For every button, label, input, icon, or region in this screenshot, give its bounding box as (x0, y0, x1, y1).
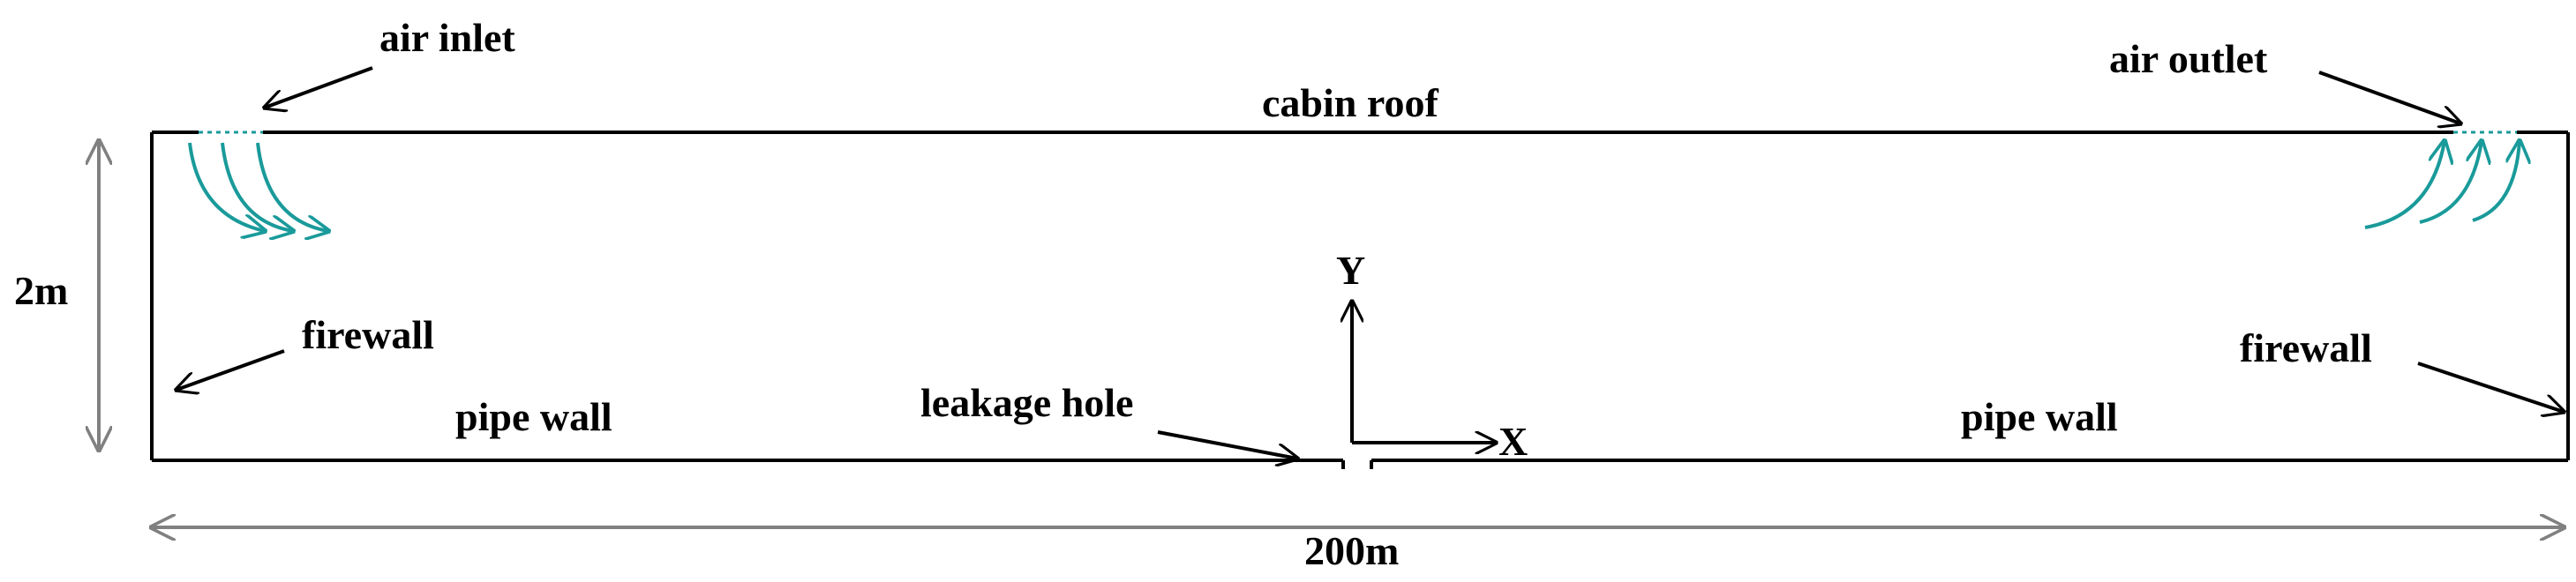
pointer-arrows (176, 66, 2564, 459)
air-outlet-label: air outlet (2109, 36, 2268, 81)
inlet-airflow-arrow (256, 142, 328, 231)
pipe-wall-left-label: pipe wall (455, 394, 612, 439)
outlet-airflow-arrow (2419, 141, 2482, 224)
leakage-hole-pointer (1157, 430, 1297, 459)
air-outlet-pointer (2318, 71, 2460, 123)
firewall-right-pointer (2417, 362, 2564, 412)
air-inlet-label: air inlet (379, 15, 515, 60)
cabin-outline (150, 131, 2570, 469)
y-axis-label: Y (1336, 248, 1365, 293)
coordinate-axes (1352, 302, 1496, 443)
inlet-airflow-arrow (188, 142, 265, 231)
dimensions (99, 141, 2564, 527)
firewall-left-label: firewall (302, 312, 434, 357)
inlet-airflow (188, 142, 328, 231)
leakage-hole-label: leakage hole (920, 380, 1133, 425)
cabin-roof-label: cabin roof (1262, 80, 1438, 125)
outlet-airflow-arrow (2364, 141, 2445, 229)
firewall-right-label: firewall (2240, 325, 2372, 370)
x-axis-label: X (1498, 419, 1528, 464)
outlet-airflow-arrow (2472, 141, 2520, 222)
length-dimension-label: 200m (1304, 528, 1399, 573)
pipe-wall-right-label: pipe wall (1961, 394, 2118, 439)
inlet-airflow-arrow (221, 142, 293, 231)
outlet-airflow (2364, 141, 2520, 229)
firewall-left-pointer (176, 349, 285, 390)
air-inlet-pointer (265, 66, 373, 108)
height-dimension-label: 2m (14, 268, 68, 313)
